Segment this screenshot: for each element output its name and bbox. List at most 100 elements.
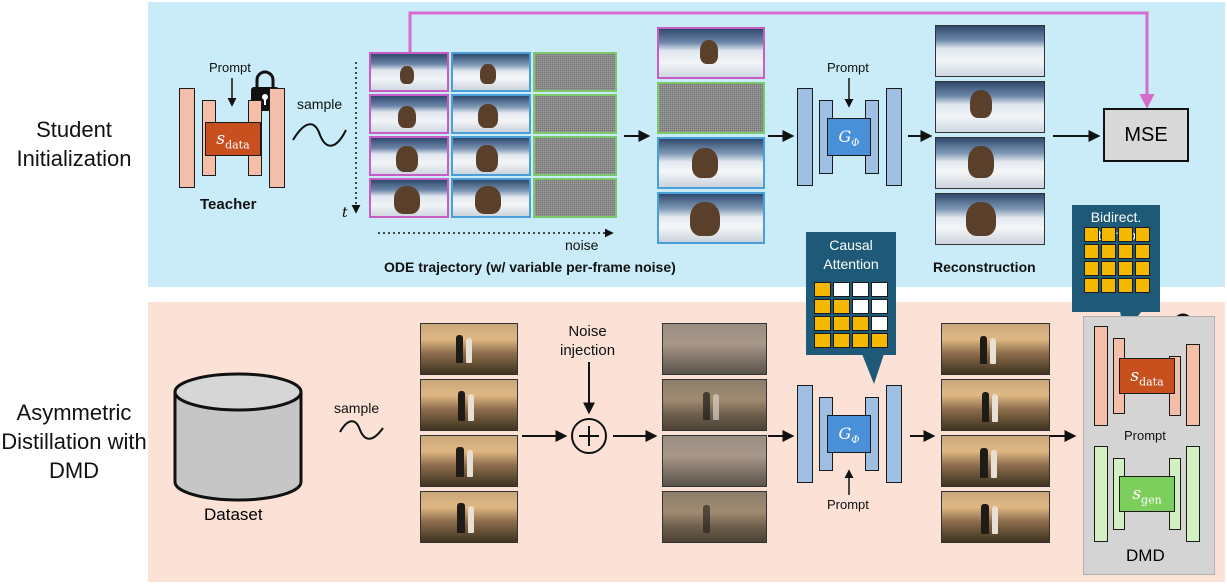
recon-frame	[935, 25, 1045, 77]
causal-mask-cell	[814, 316, 831, 331]
ode-frame	[533, 136, 617, 176]
mammoth-image	[970, 90, 992, 118]
generator-prompt-label-top: Prompt	[827, 60, 869, 75]
bidirect-mask-cell	[1084, 261, 1099, 276]
causal-mask-cell	[871, 282, 888, 297]
dmd-label: DMD	[1126, 546, 1165, 565]
bidirect-mask-cell	[1084, 244, 1099, 259]
person-image	[981, 504, 989, 534]
person-image	[982, 392, 989, 422]
t-axis-label: t	[342, 205, 348, 221]
dmd-data-score-block: sdata	[1119, 358, 1175, 394]
bidirect-mask-cell	[1084, 278, 1099, 293]
dataset-cylinder-icon	[173, 372, 303, 502]
bidirect-mask-cell	[1101, 227, 1116, 242]
mammoth-image	[394, 186, 420, 214]
gen-score-layer	[1094, 446, 1108, 542]
person-image	[457, 503, 465, 533]
causal-mask-cell	[814, 333, 831, 348]
teacher-layer	[269, 88, 285, 188]
person-image	[703, 505, 710, 533]
person-image	[990, 338, 996, 364]
generator-layer	[797, 385, 813, 483]
generator-prompt-label-bottom: Prompt	[827, 497, 869, 512]
teacher-score-block: sdata	[205, 122, 261, 156]
person-image	[713, 394, 719, 420]
mammoth-image	[475, 186, 501, 214]
bottom-sample-label: sample	[334, 400, 380, 416]
bidirect-mask-cell	[1101, 278, 1116, 293]
mse-loss-box: MSE	[1103, 108, 1189, 162]
mammoth-image	[690, 202, 720, 236]
bidirect-mask-cell	[1118, 261, 1133, 276]
causal-mask-cell	[852, 316, 869, 331]
causal-mask-cell	[852, 299, 869, 314]
noisy-frame	[662, 491, 767, 543]
input-frame	[657, 82, 765, 134]
person-image	[980, 448, 988, 478]
causal-mask-cell	[833, 282, 850, 297]
causal-mask-cell	[871, 316, 888, 331]
bidirect-mask-cell	[1118, 278, 1133, 293]
generator-core: GΦ	[827, 415, 871, 453]
causal-mask-cell	[833, 333, 850, 348]
bidirect-mask-cell	[1135, 227, 1150, 242]
mammoth-image	[480, 64, 496, 84]
bidirect-mask-cell	[1118, 244, 1133, 259]
causal-attention-label: Causal Attention	[823, 237, 879, 272]
noisy-frame	[662, 323, 767, 375]
generator-core: GΦ	[827, 118, 871, 156]
asymmetric-distillation-label: Asymmetric Distillation with DMD	[1, 400, 147, 483]
person-image	[468, 506, 474, 533]
causal-mask-cell	[871, 299, 888, 314]
bidirect-mask-cell	[1135, 278, 1150, 293]
person-image	[992, 394, 998, 422]
noise-injection-label: Noise injection	[560, 323, 616, 359]
mammoth-image	[700, 40, 718, 64]
mammoth-image	[400, 66, 414, 84]
causal-mask-cell	[814, 282, 831, 297]
person-image	[991, 450, 997, 478]
causal-callout-pointer	[862, 354, 884, 384]
generator-layer	[797, 88, 813, 186]
causal-mask-cell	[833, 299, 850, 314]
bidirect-attention-mask	[1084, 227, 1150, 293]
person-image	[467, 450, 473, 477]
person-image	[466, 338, 472, 363]
top-sample-label: sample	[297, 96, 343, 112]
person-image	[458, 391, 465, 421]
teacher-layer	[179, 88, 195, 188]
bidirect-mask-cell	[1135, 261, 1150, 276]
dmd-prompt-label: Prompt	[1124, 428, 1166, 443]
gen-score-layer	[1186, 446, 1200, 542]
bidirect-mask-cell	[1101, 261, 1116, 276]
bidirect-mask-cell	[1084, 227, 1099, 242]
person-image	[980, 336, 987, 364]
person-image	[468, 394, 474, 421]
ode-caption: ODE trajectory (w/ variable per-frame no…	[384, 259, 676, 275]
person-image	[703, 392, 710, 420]
dmd-gen-score-block: sgen	[1119, 476, 1175, 512]
teacher-prompt-label: Prompt	[209, 60, 251, 75]
generator-layer	[886, 88, 902, 186]
mammoth-image	[478, 104, 498, 128]
mammoth-image	[396, 146, 418, 172]
student-init-label: Student Initialization	[16, 117, 132, 171]
noise-axis-label: noise	[565, 237, 599, 253]
causal-attention-mask	[814, 282, 888, 348]
noisy-frame	[662, 435, 767, 487]
causal-mask-cell	[871, 333, 888, 348]
reconstruction-label: Reconstruction	[933, 259, 1036, 275]
person-image	[992, 506, 998, 534]
mammoth-image	[398, 106, 416, 128]
person-image	[456, 447, 464, 477]
data-score-layer	[1094, 326, 1108, 426]
bidirect-mask-cell	[1118, 227, 1133, 242]
recon-frame	[935, 193, 1045, 245]
causal-mask-cell	[814, 299, 831, 314]
causal-mask-cell	[852, 282, 869, 297]
mammoth-image	[476, 145, 498, 172]
ode-frame	[533, 178, 617, 218]
mammoth-image	[968, 146, 994, 178]
